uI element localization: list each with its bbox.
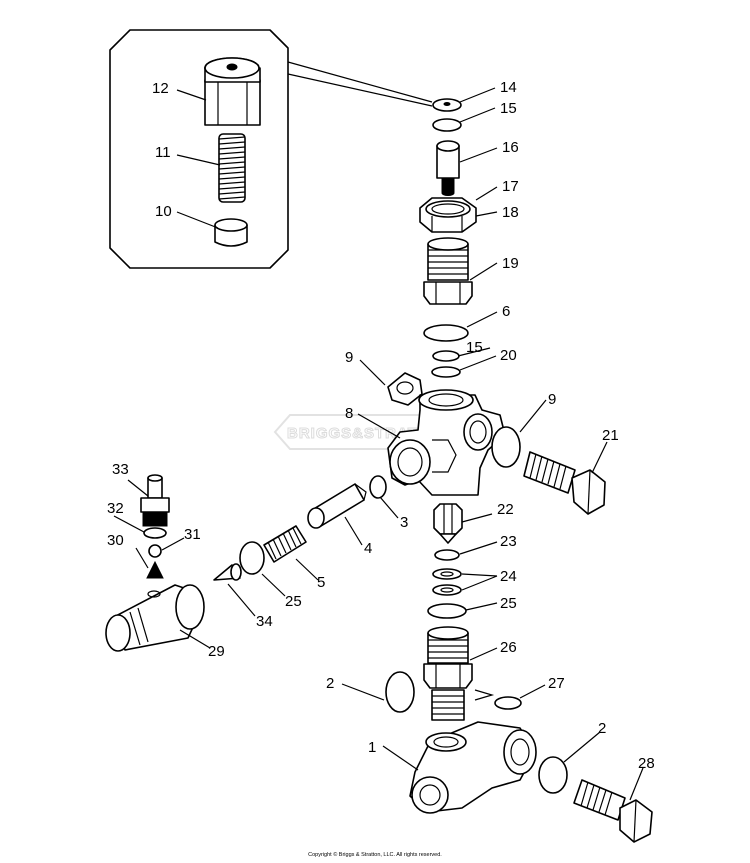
callout-24: 24 xyxy=(500,568,517,585)
callout-12: 12 xyxy=(152,80,169,97)
callout-15-middle: 15 xyxy=(466,339,483,356)
callout-29: 29 xyxy=(208,643,225,660)
part-9-o-ring-right xyxy=(491,426,521,468)
callout-4: 4 xyxy=(364,540,372,557)
part-25-o-ring-right xyxy=(427,603,467,619)
part-12-hex-cap xyxy=(204,57,261,126)
callout-30: 30 xyxy=(107,532,124,549)
callout-9-right: 9 xyxy=(548,391,556,408)
callout-19: 19 xyxy=(502,255,519,272)
part-22-cap xyxy=(433,503,463,544)
callout-labels: 12 11 10 14 15 16 17 18 19 6 15 20 9 8 9… xyxy=(107,79,655,772)
callout-25-right: 25 xyxy=(500,595,517,612)
callout-10: 10 xyxy=(155,203,172,220)
callout-2-upper: 2 xyxy=(326,675,334,692)
callout-6: 6 xyxy=(502,303,510,320)
callout-15-top: 15 xyxy=(500,100,517,117)
callout-18: 18 xyxy=(502,204,519,221)
callout-1: 1 xyxy=(368,739,376,756)
callout-21: 21 xyxy=(602,427,619,444)
part-34-cone xyxy=(213,563,242,581)
callout-22: 22 xyxy=(497,501,514,518)
callout-11: 11 xyxy=(155,144,171,161)
part-28-hex-bolt xyxy=(573,779,653,843)
part-2-o-ring-upper xyxy=(385,671,415,713)
callout-33: 33 xyxy=(112,461,129,478)
part-29-housing xyxy=(105,584,205,652)
part-26-threaded-fitting xyxy=(423,626,473,721)
part-30-seat xyxy=(146,560,164,579)
leader-lines xyxy=(113,87,644,801)
callout-32: 32 xyxy=(107,500,124,517)
part-33-fitting xyxy=(140,474,170,527)
callout-25-left: 25 xyxy=(285,593,302,610)
callout-14: 14 xyxy=(500,79,517,96)
part-6-o-ring xyxy=(423,324,469,342)
part-5-spring xyxy=(263,525,307,563)
part-14-washer xyxy=(432,98,462,112)
part-25-o-ring-left xyxy=(239,541,265,575)
part-2-o-ring-lower xyxy=(538,756,568,794)
part-19-threaded-fitting xyxy=(423,237,473,305)
callout-2-lower: 2 xyxy=(598,720,606,737)
part-21-hex-bolt xyxy=(523,451,606,515)
part-9-hex-nut-left xyxy=(387,372,423,406)
part-20-o-ring xyxy=(431,366,461,378)
callout-17: 17 xyxy=(502,178,519,195)
part-4-sleeve xyxy=(307,483,367,529)
part-31-ball xyxy=(148,544,162,558)
callout-3: 3 xyxy=(400,514,408,531)
part-3-o-ring xyxy=(369,475,387,499)
callout-28: 28 xyxy=(638,755,655,772)
part-10-valve-cup xyxy=(214,218,248,247)
callout-20: 20 xyxy=(500,347,517,364)
callout-16: 16 xyxy=(502,139,519,156)
callout-5: 5 xyxy=(317,574,325,591)
part-32-o-ring xyxy=(143,527,167,539)
part-1-tee-body xyxy=(409,721,537,814)
part-17-18-hex-nut xyxy=(419,197,477,233)
callout-26: 26 xyxy=(500,639,517,656)
part-23-washer xyxy=(434,549,460,561)
callout-34: 34 xyxy=(256,613,273,630)
part-15-o-ring-top xyxy=(432,118,462,132)
callout-9-left: 9 xyxy=(345,349,353,366)
part-16-plunger xyxy=(436,140,460,196)
callout-31: 31 xyxy=(184,526,201,543)
part-8-valve-body xyxy=(387,389,506,496)
callout-27: 27 xyxy=(548,675,565,692)
part-11-spring xyxy=(218,133,246,203)
part-15-o-ring-middle xyxy=(432,350,460,362)
callout-8: 8 xyxy=(345,405,353,422)
callout-23: 23 xyxy=(500,533,517,550)
copyright-notice: Copyright © Briggs & Stratton, LLC. All … xyxy=(308,852,442,858)
part-24-washers xyxy=(432,568,462,596)
part-27-o-ring xyxy=(494,696,522,710)
